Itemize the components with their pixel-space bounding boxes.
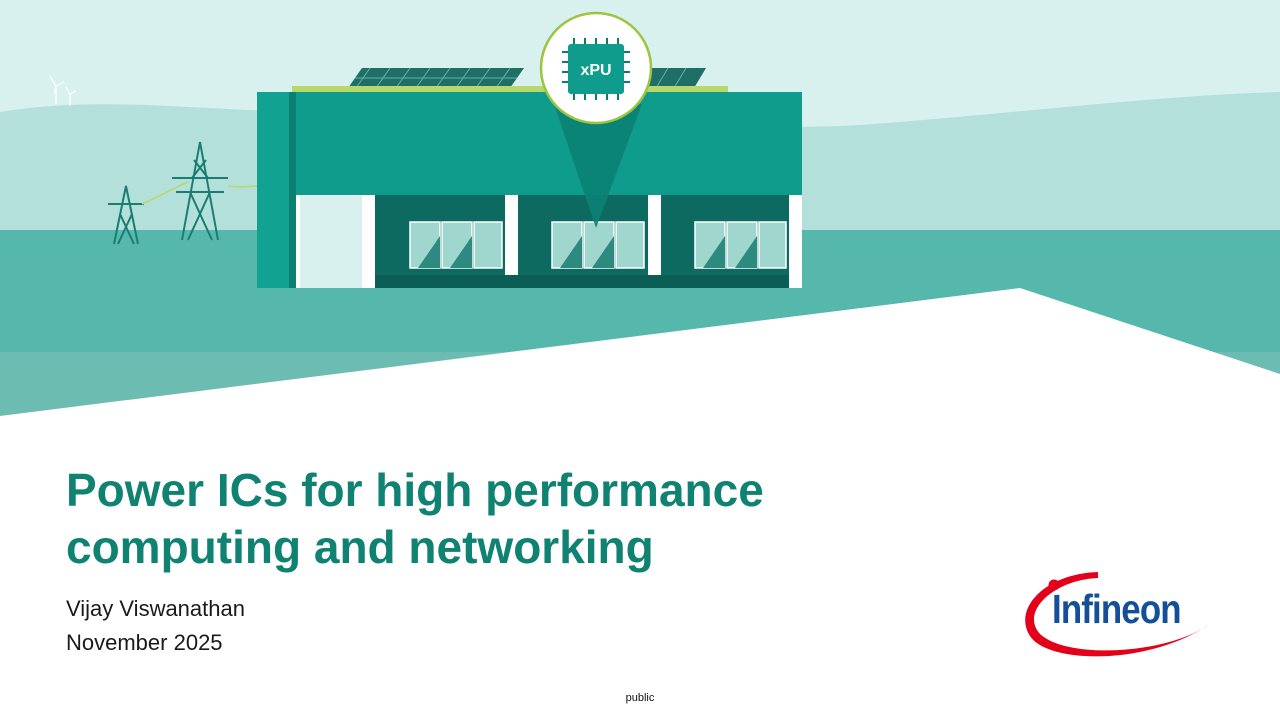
presenter-name: Vijay Viswanathan <box>66 596 245 621</box>
wind-turbine-icon <box>49 75 77 106</box>
chip-callout <box>554 104 642 228</box>
logo-wordmark: Infineon <box>1052 586 1182 632</box>
datacenter-illustration: xPU <box>0 0 1280 420</box>
slide-title: Power ICs for high performance computing… <box>66 462 886 576</box>
datacenter-building <box>257 92 802 288</box>
solar-panels <box>348 67 706 89</box>
chip-icon <box>568 44 624 94</box>
infineon-logo: Infineon <box>1018 568 1220 664</box>
classification-label: public <box>625 692 655 704</box>
xpu-chip-badge: xPU <box>539 11 653 125</box>
presentation-date: November 2025 <box>66 630 223 655</box>
power-tower-icon <box>108 141 228 245</box>
diagonal-cutout <box>0 288 1280 420</box>
chip-label: xPU <box>580 62 611 79</box>
title-line-2: computing and networking <box>66 521 654 573</box>
title-line-1: Power ICs for high performance <box>66 464 764 516</box>
logo-swoosh-icon <box>1025 572 1210 657</box>
